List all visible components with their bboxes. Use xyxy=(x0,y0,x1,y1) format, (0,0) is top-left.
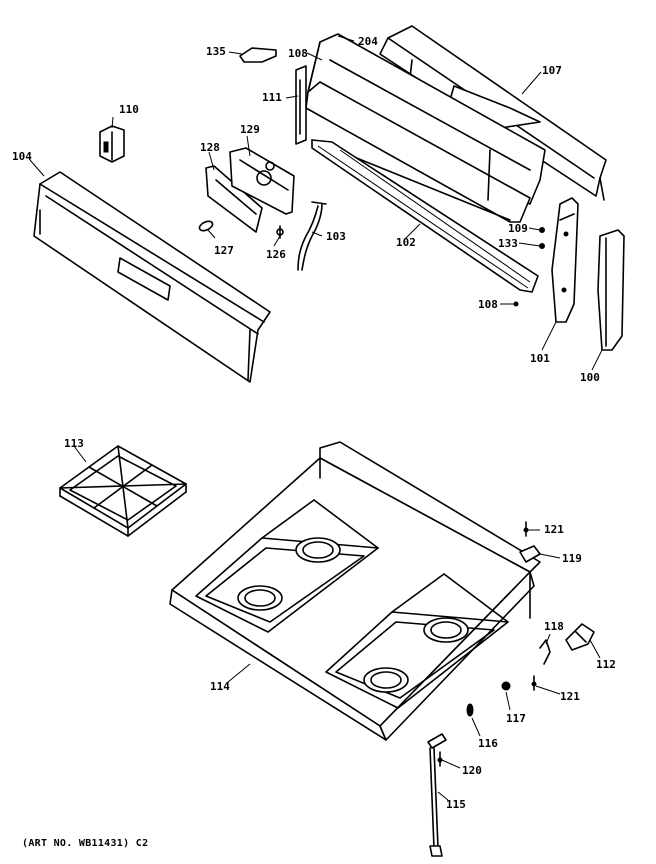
label-116: 116 xyxy=(478,737,498,750)
label-121-bottom: 121 xyxy=(560,690,580,703)
part-103-harness xyxy=(297,201,327,271)
label-115: 115 xyxy=(446,798,466,811)
label-119: 119 xyxy=(562,552,582,565)
part-128-129-clock-assembly xyxy=(205,147,295,233)
label-128: 128 xyxy=(200,141,220,154)
leader-lines xyxy=(29,35,603,801)
part-121-screw-bottom xyxy=(531,675,537,691)
label-135: 135 xyxy=(206,45,226,58)
part-number-labels: 204 135 108 107 110 111 104 129 128 127 … xyxy=(12,35,616,811)
part-114-cooktop xyxy=(169,441,541,741)
label-127: 127 xyxy=(214,244,234,257)
label-110: 110 xyxy=(119,103,139,116)
part-118-clip xyxy=(539,639,551,665)
label-120: 120 xyxy=(462,764,482,777)
label-129: 129 xyxy=(240,123,260,136)
part-112-valve-knob xyxy=(565,623,595,651)
part-102-backguard-panel xyxy=(299,33,546,293)
part-104-control-panel xyxy=(33,171,271,383)
part-113-burner-grate xyxy=(59,445,187,537)
part-117-grommet xyxy=(501,681,511,691)
part-121-screw-top xyxy=(523,521,529,537)
label-102: 102 xyxy=(396,236,416,249)
label-126: 126 xyxy=(266,248,286,261)
part-115-rod xyxy=(427,733,447,857)
part-127-knob xyxy=(198,220,214,232)
label-121-top: 121 xyxy=(544,523,564,536)
label-204: 204 xyxy=(358,35,378,48)
part-135-clip xyxy=(239,47,277,63)
label-111: 111 xyxy=(262,91,282,104)
label-108-bottom: 108 xyxy=(478,298,498,311)
label-117: 117 xyxy=(506,712,526,725)
label-114: 114 xyxy=(210,680,230,693)
label-112: 112 xyxy=(596,658,616,671)
label-118: 118 xyxy=(544,620,564,633)
part-110-switch xyxy=(99,125,125,163)
art-number-caption: (ART NO. WB11431) C2 xyxy=(22,838,149,849)
label-107: 107 xyxy=(542,64,562,77)
part-107-backsplash-cover xyxy=(379,25,607,201)
part-111-end-bracket xyxy=(295,65,307,145)
label-113: 113 xyxy=(64,437,84,450)
part-101-side-bracket xyxy=(551,197,579,323)
label-108-top: 108 xyxy=(288,47,308,60)
label-109: 109 xyxy=(508,222,528,235)
label-101: 101 xyxy=(530,352,550,365)
part-120-screw xyxy=(437,751,443,767)
label-133: 133 xyxy=(498,237,518,250)
label-103: 103 xyxy=(326,230,346,243)
part-100-end-cap xyxy=(597,229,625,351)
label-104: 104 xyxy=(12,150,32,163)
part-116-grommet xyxy=(466,703,474,717)
label-100: 100 xyxy=(580,371,600,384)
